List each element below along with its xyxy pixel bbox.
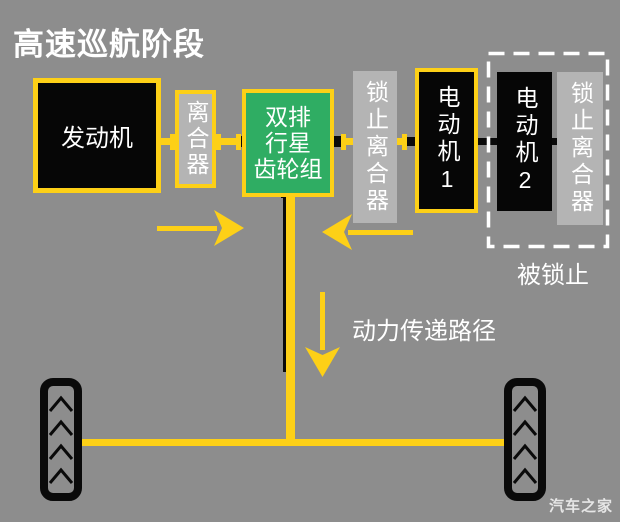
lockup-clutch-2-label: 锁止离合器 [567,81,594,216]
clutch-label: 离合器 [183,100,209,178]
arrow-left-icon [322,214,413,250]
motor-1-box: 电动机1 [415,68,478,213]
left-wheel-icon [40,378,82,501]
planetary-gearset-box: 双排 行星 齿轮组 [242,89,334,197]
lockup-clutch-1-label: 锁止离合器 [362,79,389,215]
locked-group-dashed-outline [486,51,610,249]
watermark: 汽车之家 [548,498,613,515]
motor-1-label: 电动机1 [434,85,460,196]
page-title: 高速巡航阶段 [13,27,205,62]
right-wheel-icon [504,378,546,501]
planetary-gearset-label: 双排 行星 齿轮组 [253,104,323,182]
lockup-clutch-2-box: 锁止离合器 [557,72,603,225]
clutch-box: 离合器 [175,90,216,188]
motor-2-box: 电动机2 [497,72,552,211]
power-line-vertical [286,196,295,444]
locked-note-label: 被锁止 [517,262,589,289]
axle-line [76,439,510,446]
motor-2-label: 电动机2 [512,86,538,197]
vertical-shaft-line [283,196,286,372]
engine-label: 发动机 [61,125,133,152]
arrow-right-icon [157,210,244,246]
power-path-label: 动力传递路径 [352,318,496,345]
lockup-clutch-1-box: 锁止离合器 [353,71,397,223]
engine-box: 发动机 [33,78,161,193]
arrow-down-icon [305,292,340,377]
